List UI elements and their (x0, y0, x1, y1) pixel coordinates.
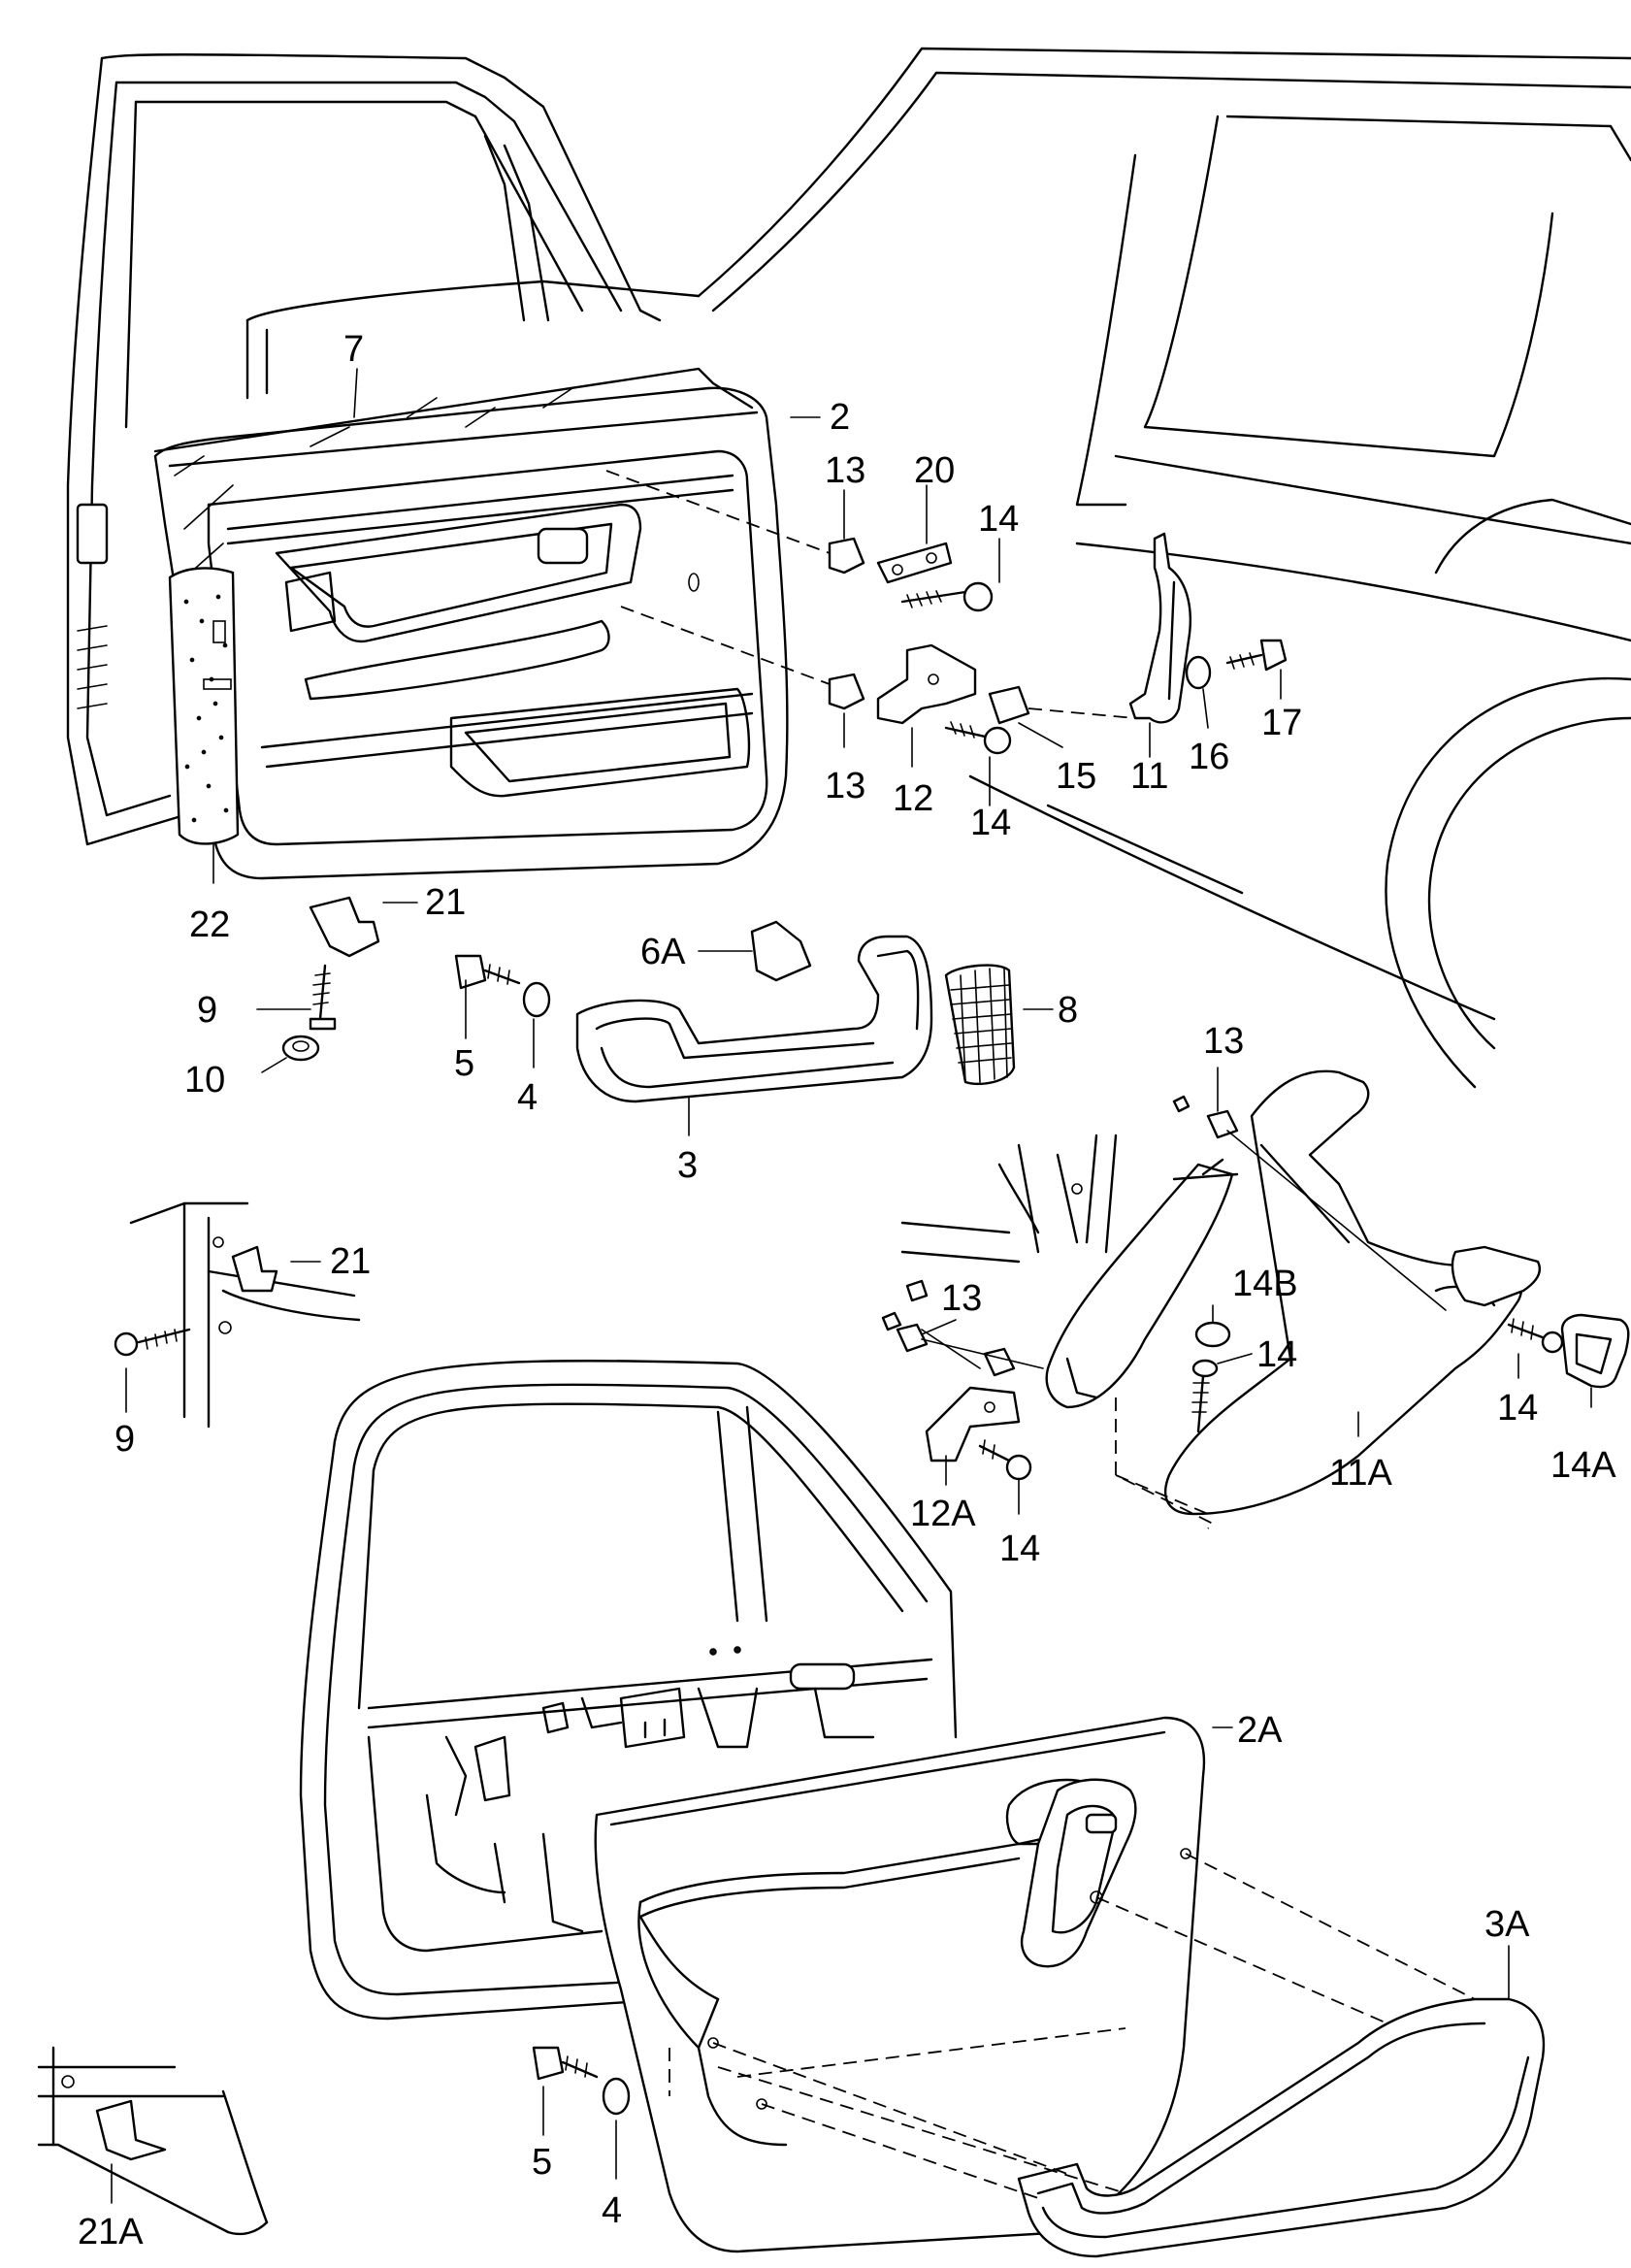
screw-9 (309, 964, 337, 1031)
label-14-rear-center: 14 (1256, 1334, 1297, 1375)
label-14-upper: 14 (978, 499, 1019, 540)
screw-14-rear-right (1507, 1318, 1564, 1354)
label-22: 22 (189, 904, 230, 945)
door-lock-striker (76, 503, 109, 565)
rear-lock-recess (1085, 1813, 1118, 1834)
label-14A: 14A (1550, 1445, 1616, 1486)
bracket-12 (876, 643, 977, 725)
front-door-trim-panel (153, 386, 789, 880)
label-21-rear: 21 (330, 1241, 371, 1282)
callout-leaders (111, 368, 1592, 2204)
grab-handle-11 (1128, 532, 1191, 724)
label-10: 10 (184, 1060, 225, 1101)
front-door-frame (66, 53, 662, 846)
label-8: 8 (1058, 990, 1078, 1031)
label-13-rear-left: 13 (941, 1278, 982, 1319)
label-9-rear: 9 (114, 1419, 135, 1460)
clip-21A (95, 2099, 167, 2161)
armrest-support-11A (1045, 1069, 1542, 1516)
rear-lower-pillar (37, 2046, 269, 2236)
label-21-front: 21 (425, 882, 466, 923)
label-3: 3 (677, 1145, 698, 1186)
screw-5-rear (532, 2046, 599, 2081)
lock-knob-recess (537, 527, 589, 565)
label-14-rear-right: 14 (1497, 1388, 1538, 1429)
screw-5-front (454, 954, 521, 990)
label-12A: 12A (910, 1494, 976, 1534)
front-door-window-glass (153, 367, 754, 583)
screw-14-rear-bracket (978, 1439, 1032, 1481)
screw-9-rear (114, 1328, 191, 1357)
clip-21 (309, 896, 380, 958)
label-9-front: 9 (197, 990, 217, 1031)
label-2A: 2A (1237, 1710, 1283, 1751)
speed-nut-15 (988, 685, 1030, 725)
label-11A: 11A (1329, 1453, 1392, 1494)
bracket-12A (925, 1386, 1021, 1463)
label-15: 15 (1056, 756, 1096, 797)
cap-14B (1194, 1321, 1231, 1348)
rear-lock-knob (789, 1662, 856, 1691)
label-3A: 3A (1484, 1904, 1530, 1945)
clip-21-rear (231, 1245, 278, 1293)
retaining-plate-20 (876, 542, 953, 584)
insulation-stipple (183, 594, 229, 823)
label-14B: 14B (1232, 1264, 1298, 1304)
rear-armrest-3A (1017, 1997, 1546, 2258)
clip-13-rear-top (1172, 1095, 1239, 1139)
label-13-upper: 13 (825, 450, 865, 491)
clip-6A (750, 920, 812, 982)
sound-insulation (168, 567, 240, 845)
trim-clip-13-lower (828, 673, 865, 710)
screw-14-upper (900, 581, 994, 612)
rear-pillar-upper (900, 1134, 1118, 1264)
armrest-3 (575, 935, 933, 1103)
label-13-rear-top: 13 (1203, 1021, 1244, 1062)
label-4-front: 4 (517, 1077, 538, 1118)
callout-labels: 7 2 13 20 14 13 12 14 15 11 16 17 22 21 … (78, 329, 1616, 2252)
clips-13-rear-left (881, 1279, 1016, 1377)
label-14-rear-bracket: 14 (999, 1528, 1040, 1569)
label-13-lower: 13 (825, 766, 865, 806)
washer-4-front (522, 981, 551, 1018)
vehicle-body-outline (245, 47, 1631, 1089)
screw-14-lower (944, 721, 1012, 755)
label-11: 11 (1130, 756, 1168, 797)
rear-door-frame (299, 1360, 958, 2021)
label-2: 2 (830, 397, 850, 438)
washer-16 (1185, 655, 1212, 690)
label-20: 20 (914, 450, 955, 491)
rear-door-trim-panel (594, 1716, 1206, 2253)
speaker-grille-8 (944, 964, 1016, 1086)
screw-14-rear-center (1191, 1359, 1219, 1433)
label-6A: 6A (640, 932, 686, 972)
screw-17 (1225, 639, 1288, 672)
cover-14A (1560, 1313, 1630, 1389)
label-21A: 21A (78, 2212, 144, 2252)
rear-pillar-detail (129, 1201, 361, 1429)
label-16: 16 (1189, 737, 1229, 777)
label-7: 7 (343, 329, 364, 370)
label-12: 12 (893, 778, 933, 819)
label-14-lower: 14 (970, 803, 1011, 843)
trim-clip-13-upper (828, 537, 865, 575)
label-5-front: 5 (454, 1043, 474, 1084)
label-5-rear: 5 (532, 2142, 552, 2183)
label-17: 17 (1261, 703, 1302, 743)
cup-washer-10 (281, 1035, 320, 1062)
washer-4-rear (602, 2077, 631, 2116)
label-4-rear: 4 (602, 2190, 622, 2231)
